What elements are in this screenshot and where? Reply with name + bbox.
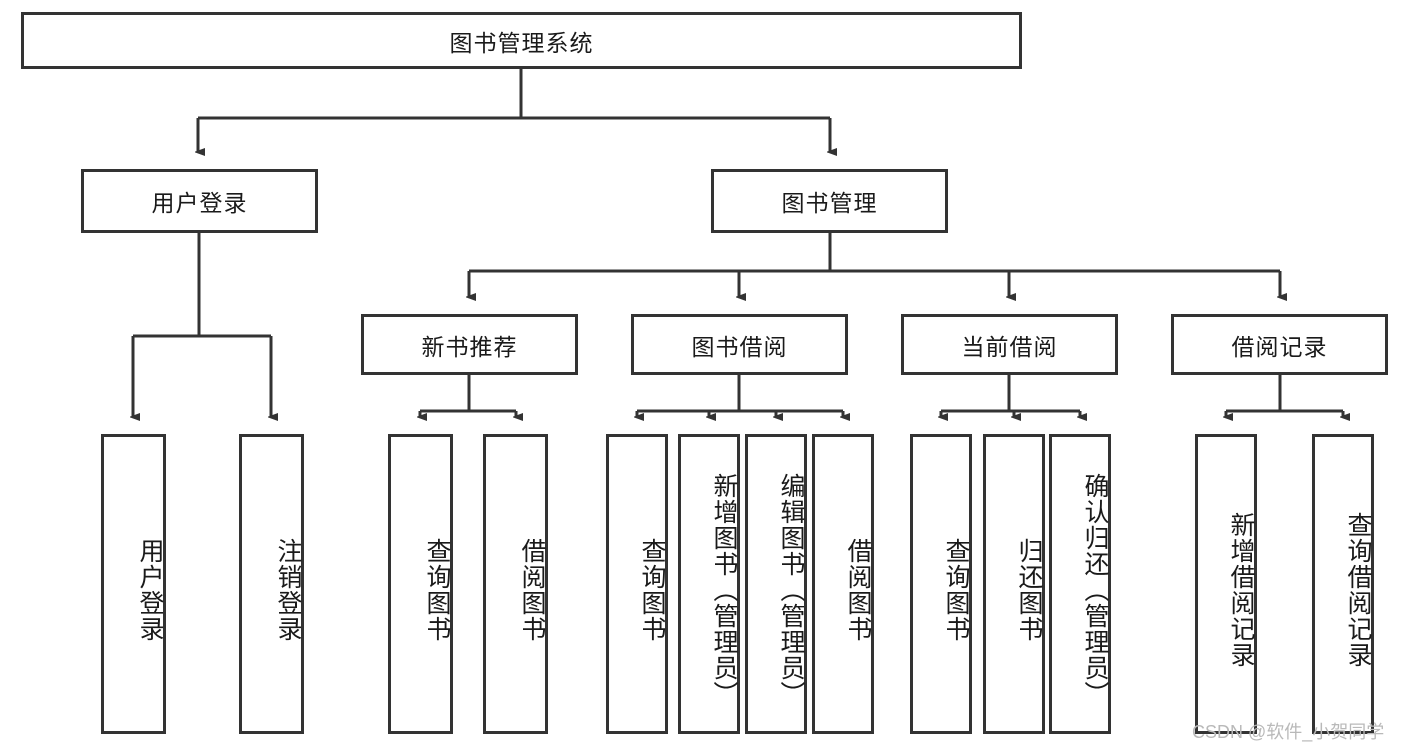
node-leaf-query-book-borrow[interactable]: 查询图书 [606, 434, 668, 734]
node-user-login[interactable]: 用户登录 [81, 169, 318, 233]
node-root[interactable]: 图书管理系统 [21, 12, 1022, 69]
node-leaf-confirm-return-label: 确认归还（管理员） [1081, 473, 1109, 707]
node-leaf-query-book-recommend-label: 查询图书 [423, 538, 451, 642]
node-leaf-edit-book[interactable]: 编辑图书（管理员） [745, 434, 807, 734]
node-leaf-user-login[interactable]: 用户登录 [101, 434, 166, 734]
node-root-label: 图书管理系统 [449, 29, 594, 56]
node-new-book-recommend[interactable]: 新书推荐 [361, 314, 578, 375]
node-leaf-query-book-recommend[interactable]: 查询图书 [388, 434, 453, 734]
node-leaf-return-book-label: 归还图书 [1015, 538, 1043, 642]
node-user-login-label: 用户登录 [151, 190, 248, 216]
node-leaf-borrow-book-recommend-label: 借阅图书 [518, 538, 546, 642]
node-leaf-add-borrow-record[interactable]: 新增借阅记录 [1195, 434, 1257, 734]
node-new-book-recommend-label: 新书推荐 [421, 333, 518, 360]
watermark-text: CSDN @软件_小贺同学 [1192, 722, 1385, 742]
node-leaf-edit-book-label: 编辑图书（管理员） [777, 473, 805, 707]
node-book-borrow-label: 图书借阅 [691, 333, 788, 360]
node-current-borrow-label: 当前借阅 [961, 333, 1058, 360]
node-leaf-query-borrow-record[interactable]: 查询借阅记录 [1312, 434, 1374, 734]
node-borrow-records[interactable]: 借阅记录 [1171, 314, 1388, 375]
node-leaf-logout-label: 注销登录 [274, 538, 302, 642]
node-leaf-add-book[interactable]: 新增图书（管理员） [678, 434, 740, 734]
node-book-management[interactable]: 图书管理 [711, 169, 948, 233]
node-leaf-add-book-label: 新增图书（管理员） [710, 473, 738, 707]
node-borrow-records-label: 借阅记录 [1231, 333, 1328, 360]
node-leaf-logout[interactable]: 注销登录 [239, 434, 304, 734]
node-leaf-query-borrow-record-label: 查询借阅记录 [1344, 512, 1372, 668]
node-leaf-borrow-book-recommend[interactable]: 借阅图书 [483, 434, 548, 734]
node-current-borrow[interactable]: 当前借阅 [901, 314, 1118, 375]
node-leaf-borrow-book[interactable]: 借阅图书 [812, 434, 874, 734]
node-leaf-add-borrow-record-label: 新增借阅记录 [1227, 512, 1255, 668]
node-leaf-borrow-book-label: 借阅图书 [844, 538, 872, 642]
node-leaf-query-book-current-label: 查询图书 [942, 538, 970, 642]
node-leaf-query-book-current[interactable]: 查询图书 [910, 434, 972, 734]
node-leaf-confirm-return[interactable]: 确认归还（管理员） [1049, 434, 1111, 734]
node-book-borrow[interactable]: 图书借阅 [631, 314, 848, 375]
node-book-management-label: 图书管理 [781, 190, 878, 216]
node-leaf-user-login-label: 用户登录 [136, 538, 164, 642]
node-leaf-return-book[interactable]: 归还图书 [983, 434, 1045, 734]
node-leaf-query-book-borrow-label: 查询图书 [638, 538, 666, 642]
